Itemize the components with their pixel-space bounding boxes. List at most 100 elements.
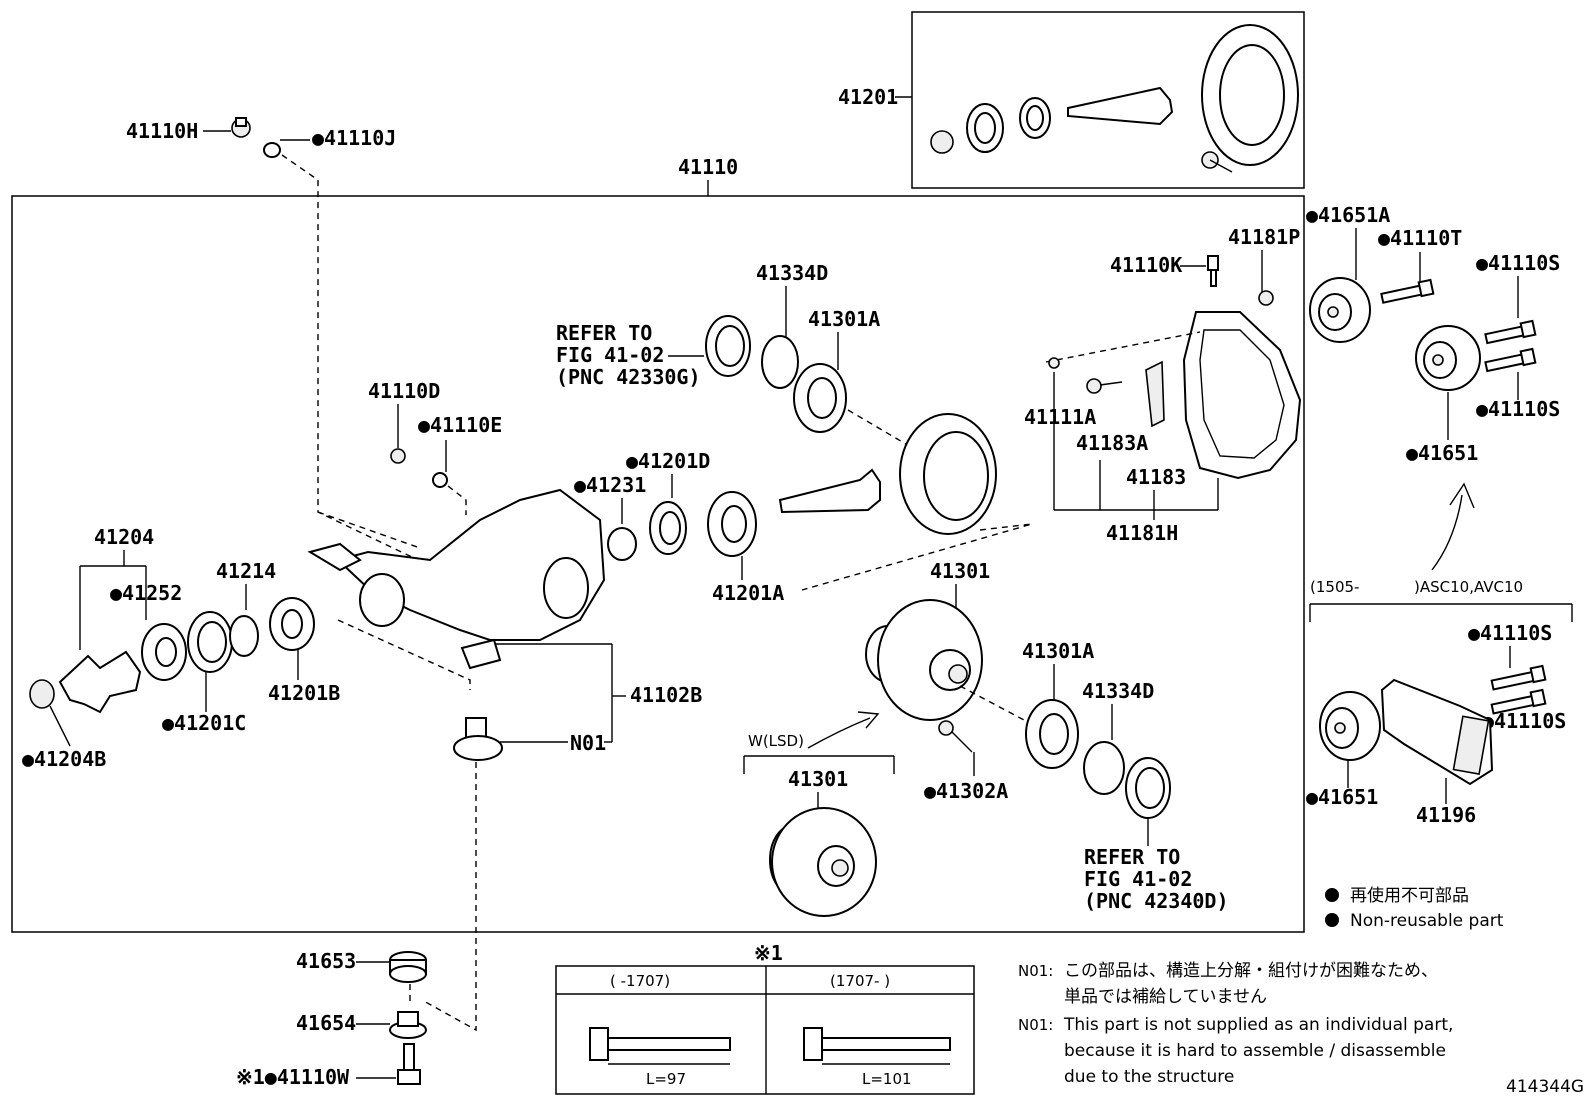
note-n01-tag-2: N01: — [1018, 1016, 1053, 1034]
label-41110j: ●41110J — [312, 126, 396, 150]
label-41110t: ●41110T — [1378, 226, 1462, 250]
label-41110s-1: ●41110S — [1476, 251, 1560, 275]
legend-jp: 再使用不可部品 — [1350, 885, 1469, 906]
bolt-41181p — [1258, 290, 1274, 306]
bearing-41201b — [269, 597, 315, 651]
stopper-41653 — [389, 951, 427, 983]
label-41110d: 41110D — [368, 379, 440, 403]
legend-bullet-en — [1325, 913, 1339, 927]
note-n01-en-line3: due to the structure — [1064, 1067, 1234, 1087]
diagram-id: 414344G — [1506, 1077, 1584, 1097]
label-41334d-top: 41334D — [756, 261, 828, 285]
bolt-41110w — [397, 1043, 421, 1085]
bolt-table-col1-length: L=97 — [646, 1070, 686, 1088]
label-41201a: 41201A — [712, 581, 784, 605]
bolt-41183a — [1086, 378, 1123, 394]
refer-note-1-line1: REFER TO — [556, 321, 652, 345]
gasket-41183 — [1145, 360, 1165, 428]
mount-bushing-n01 — [453, 717, 503, 761]
refer-note-2-line3: (PNC 42340D) — [1084, 889, 1229, 913]
label-41183: 41183 — [1126, 465, 1186, 489]
label-41201d: ●41201D — [626, 449, 710, 473]
label-41102b: 41102B — [630, 683, 702, 707]
label-41201c: ●41201C — [162, 711, 246, 735]
refer-note-1-line2: FIG 41-02 — [556, 343, 664, 367]
label-41110s-2: ●41110S — [1476, 397, 1560, 421]
label-41204: 41204 — [94, 525, 154, 549]
note-n01-jp-line1: この部品は、構造上分解・組付けが困難なため、 — [1064, 961, 1438, 981]
label-41653: 41653 — [296, 949, 356, 973]
label-41110: 41110 — [678, 155, 738, 179]
ring-pinion-frame — [911, 11, 1305, 189]
note-n01-jp-line2: 単品では補給していません — [1064, 987, 1267, 1007]
spacer-41214 — [229, 615, 259, 657]
bearing-41301a-upper — [793, 363, 847, 433]
label-41651a: ●41651A — [1306, 203, 1390, 227]
bolt-table — [555, 965, 975, 1095]
label-41334d-bot: 41334D — [1082, 679, 1154, 703]
shim-41201d — [649, 501, 687, 555]
drive-pinion — [778, 468, 881, 514]
label-41110w: ※1●41110W — [236, 1065, 350, 1089]
main-assembly-frame — [11, 195, 1305, 933]
bolt-drawing-l97 — [589, 1027, 731, 1065]
legend-en: Non-reusable part — [1350, 911, 1504, 931]
dynamic-damper-41196 — [1380, 678, 1494, 786]
label-wlsd: W(LSD) — [748, 732, 804, 750]
refer-note-1-line3: (PNC 42330G) — [556, 365, 701, 389]
label-41231: ●41231 — [574, 473, 646, 497]
bushing-41651a — [1309, 277, 1371, 343]
label-n01: N01 — [570, 731, 606, 755]
bolt-41110t — [1380, 278, 1435, 304]
bolt-table-col1-header: ( -1707) — [610, 972, 670, 990]
label-41301a-bot: 41301A — [1022, 639, 1094, 663]
nut-41204b — [29, 679, 55, 709]
label-41651-lower: ●41651 — [1306, 785, 1378, 809]
shim-41334d-upper — [761, 335, 799, 389]
legend-bullet-jp — [1325, 888, 1339, 902]
label-41651: ●41651 — [1406, 441, 1478, 465]
bolt-41110h — [231, 117, 251, 138]
bearing-41201a — [707, 491, 757, 557]
bolt-table-title: ※1 — [754, 941, 783, 965]
label-41301: 41301 — [930, 559, 990, 583]
label-41301-lsd: 41301 — [788, 767, 848, 791]
note-n01-tag-1: N01: — [1018, 962, 1053, 980]
bushing-41651-lower — [1319, 691, 1381, 761]
washer-41110e — [432, 472, 448, 488]
label-41183a: 41183A — [1076, 431, 1148, 455]
bolts-41110s-lower — [1490, 664, 1547, 715]
ring-pinion-gear-set — [930, 24, 1299, 173]
label-41181p: 41181P — [1228, 225, 1300, 249]
differential-cover-41181h — [1182, 311, 1302, 480]
label-41301a-top: 41301A — [808, 307, 880, 331]
label-41110h: 41110H — [126, 119, 198, 143]
label-41111a: 41111A — [1024, 405, 1096, 429]
label-41201: 41201 — [838, 85, 898, 109]
label-41110k: 41110K — [1110, 253, 1182, 277]
differential-carrier-housing — [307, 488, 606, 670]
label-41302a: ●41302A — [924, 779, 1008, 803]
bolt-table-col2-header: (1707- ) — [830, 972, 890, 990]
washer-41252 — [141, 623, 187, 681]
note-n01-en-line2: because it is hard to assemble / disasse… — [1064, 1041, 1446, 1061]
spacer-41231 — [607, 527, 637, 561]
label-41110s-4: ●41110S — [1482, 709, 1566, 733]
label-asc-models: )ASC10,AVC10 — [1414, 578, 1523, 596]
lsd-differential-41301 — [769, 807, 877, 917]
refer-note-2-line1: REFER TO — [1084, 845, 1180, 869]
label-41204b: ●41204B — [22, 747, 106, 771]
label-41110s-3: ●41110S — [1468, 621, 1552, 645]
bolt-table-col2-length: L=101 — [862, 1070, 912, 1088]
washer-41654 — [389, 1011, 427, 1039]
companion-flange-41204 — [58, 650, 142, 714]
ring-gear — [899, 413, 997, 535]
differential-case-41301 — [865, 599, 983, 721]
bolts-41110s-upper — [1484, 319, 1537, 373]
bolt-41110d — [390, 448, 406, 464]
oil-seal-lower — [1125, 757, 1171, 819]
bolt-drawing-l101 — [803, 1027, 951, 1065]
label-41654: 41654 — [296, 1011, 356, 1035]
washer-41110j — [263, 142, 281, 158]
